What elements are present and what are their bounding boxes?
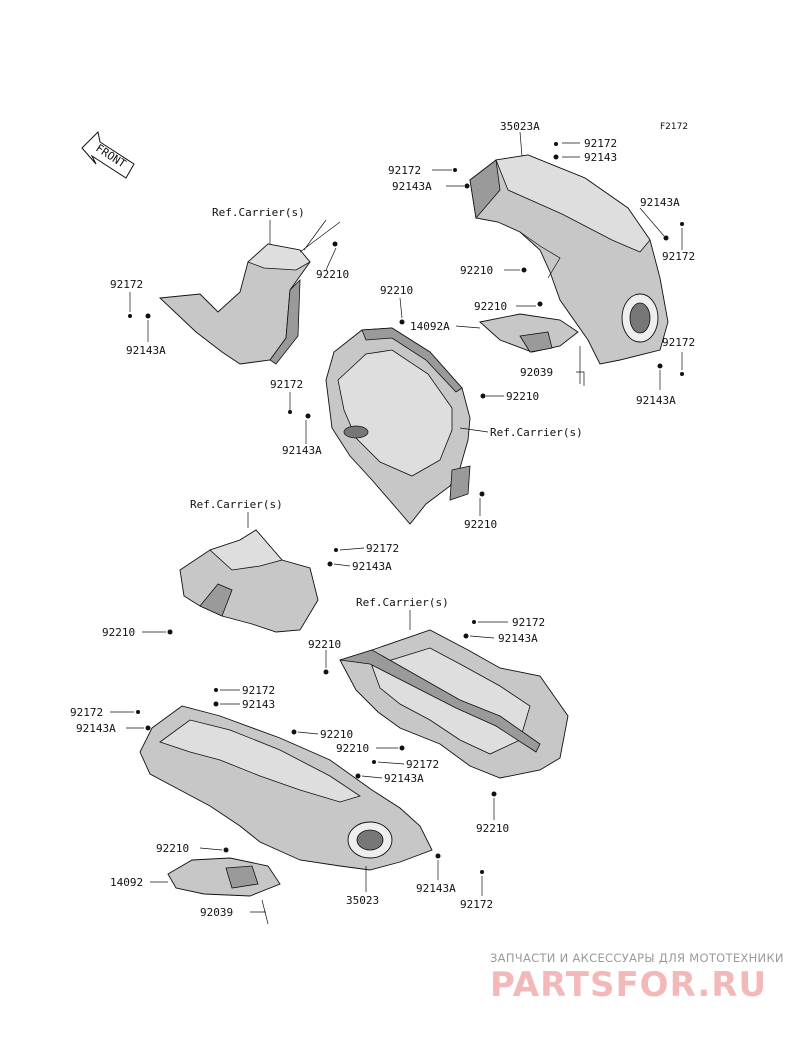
callout-label: 92172 — [584, 137, 617, 150]
callout-label: Ref.Carrier(s) — [212, 206, 305, 219]
carrier-bracket-middle-part[interactable] — [179, 529, 319, 633]
mud-guard-14092a-part[interactable] — [479, 313, 579, 353]
callout-label: 92210 — [464, 518, 497, 531]
watermark-logo: PARTSFOR.RU — [490, 965, 767, 1005]
callout-label: 92210 — [336, 742, 369, 755]
callout-label: 35023 — [346, 894, 379, 907]
callout-label: 92172 — [242, 684, 275, 697]
callout-label: 92210 — [316, 268, 349, 281]
callout-label: 92143A — [636, 394, 676, 407]
carrier-bracket-left-part[interactable] — [158, 243, 311, 365]
callout-label: 92039 — [520, 366, 553, 379]
callout-label: 92210 — [308, 638, 341, 651]
callout-label: 92172 — [662, 336, 695, 349]
callout-label: 92210 — [156, 842, 189, 855]
callout-label: 92143A — [282, 444, 322, 457]
callout-label: 14092A — [410, 320, 450, 333]
callout-label: 92143A — [498, 632, 538, 645]
callout-label: 92172 — [388, 164, 421, 177]
callout-label: 92143A — [76, 722, 116, 735]
callout-label: 92210 — [102, 626, 135, 639]
callout-label: 92210 — [380, 284, 413, 297]
callout-label: 35023A — [500, 120, 540, 133]
rear-fender-right-part[interactable] — [469, 154, 669, 365]
callout-label: 92172 — [70, 706, 103, 719]
callout-label: Ref.Carrier(s) — [490, 426, 583, 439]
lower-carrier-part[interactable] — [339, 629, 569, 779]
callout-label: 92143 — [584, 151, 617, 164]
callout-label: 14092 — [110, 876, 143, 889]
callout-label: 92039 — [200, 906, 233, 919]
callout-label: 92210 — [320, 728, 353, 741]
callout-label: 92172 — [366, 542, 399, 555]
callout-label: 92210 — [476, 822, 509, 835]
callout-label: 92143A — [352, 560, 392, 573]
center-storage-box-part[interactable] — [325, 327, 471, 525]
callout-label: Ref.Carrier(s) — [356, 596, 449, 609]
callout-label: Ref.Carrier(s) — [190, 498, 283, 511]
callout-label: 92143A — [416, 882, 456, 895]
callout-label: 92210 — [460, 264, 493, 277]
callout-label: 92143A — [126, 344, 166, 357]
callout-label: 92172 — [110, 278, 143, 291]
watermark: ЗАПЧАСТИ И АКСЕССУАРЫ ДЛЯ МОТОТЕХНИКИ PA… — [490, 951, 784, 1005]
fastener-markers — [128, 142, 684, 874]
callout-label: 92172 — [270, 378, 303, 391]
callout-label: 92143A — [384, 772, 424, 785]
callout-label: 92143A — [392, 180, 432, 193]
callout-label: 92210 — [506, 390, 539, 403]
callout-labels: 35023A 92172 92143 92172 92143A 92143A 9… — [70, 120, 695, 919]
callout-label: 92172 — [512, 616, 545, 629]
leader-lines — [110, 131, 683, 925]
callout-label: 92172 — [662, 250, 695, 263]
callout-label: 92143A — [640, 196, 680, 209]
callout-label: 92210 — [474, 300, 507, 313]
mud-guard-14092-part[interactable] — [167, 857, 281, 897]
callout-label: 92143 — [242, 698, 275, 711]
rear-fender-left-part[interactable] — [139, 705, 433, 871]
callout-label: 92172 — [460, 898, 493, 911]
callout-label: 92172 — [406, 758, 439, 771]
figure-code: F2172 — [660, 122, 688, 132]
front-arrow-icon: FRONT — [81, 130, 135, 179]
watermark-tagline: ЗАПЧАСТИ И АКСЕССУАРЫ ДЛЯ МОТОТЕХНИКИ — [490, 951, 784, 965]
